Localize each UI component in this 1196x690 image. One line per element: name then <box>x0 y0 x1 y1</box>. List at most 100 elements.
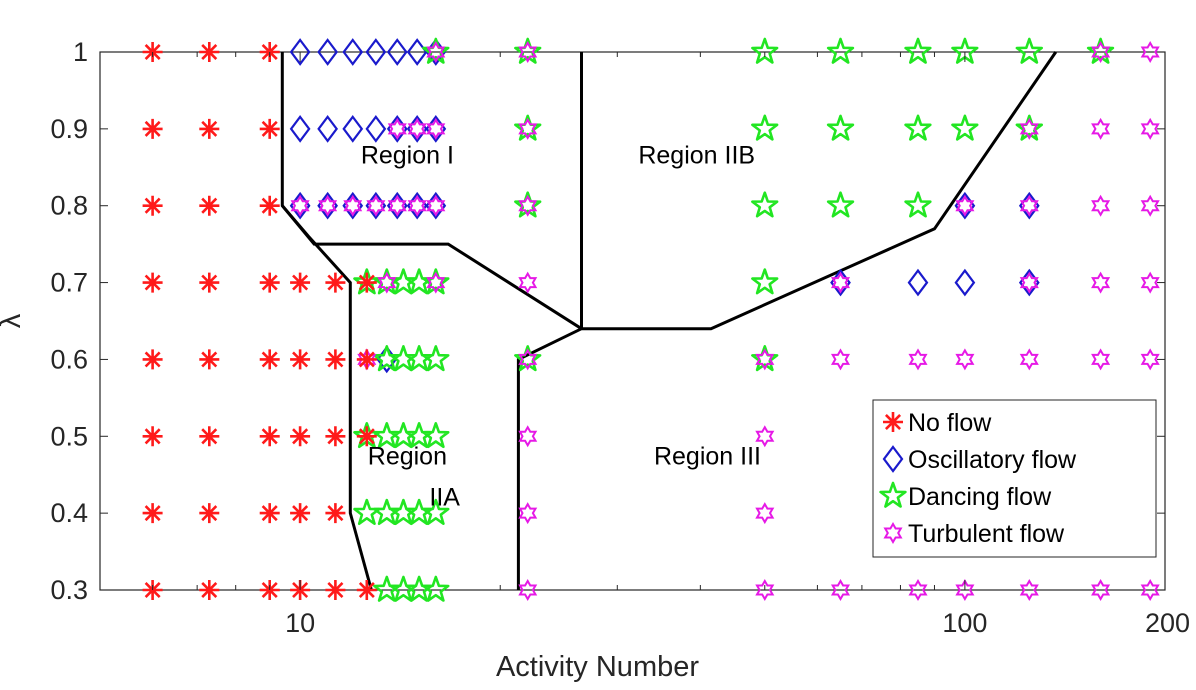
oscillatory-flow-point <box>386 38 408 66</box>
turbulent-flow-point <box>1091 348 1111 371</box>
turbulent-flow-point <box>908 348 928 371</box>
no-flow-point <box>259 272 280 293</box>
turbulent-flow-point <box>1091 41 1111 63</box>
no-flow-point <box>325 349 346 370</box>
oscillatory-flow-point <box>342 38 364 66</box>
turbulent-flow-point <box>755 425 775 448</box>
legend-oscillatory-flow-marker <box>882 445 904 473</box>
no-flow-point <box>142 426 163 447</box>
dancing-flow-point <box>951 114 979 141</box>
dancing-flow-point <box>826 191 855 218</box>
no-flow-point <box>259 426 280 447</box>
dancing-flow-point <box>514 191 542 218</box>
dancing-flow-point <box>751 268 779 295</box>
turbulent-flow-point <box>426 41 446 63</box>
no-flow-point <box>142 349 163 370</box>
oscillatory-flow-point <box>289 38 311 66</box>
oscillatory-flow-point <box>289 115 311 143</box>
dancing-flow-point <box>1015 114 1043 141</box>
turbulent-flow-point <box>1019 194 1039 217</box>
dancing-flow-point <box>422 345 450 372</box>
dancing-flow-point <box>514 345 542 372</box>
no-flow-point <box>290 503 311 524</box>
turbulent-flow-point <box>1091 579 1111 601</box>
turbulent-flow-point <box>955 194 975 217</box>
no-flow-point <box>356 426 377 447</box>
no-flow-point <box>356 349 377 370</box>
turbulent-flow-point <box>830 271 851 294</box>
region-label: IIA <box>429 483 460 511</box>
dancing-flow-point <box>751 345 779 372</box>
region-label: Region IIB <box>638 141 755 169</box>
turbulent-flow-point <box>830 348 851 371</box>
region-label: Region III <box>654 443 761 471</box>
x-tick-label: 200 <box>1145 608 1190 638</box>
oscillatory-flow-point <box>365 38 387 66</box>
turbulent-flow-point <box>1091 117 1111 140</box>
dancing-flow-point <box>1086 37 1115 64</box>
no-flow-point <box>259 195 280 216</box>
turbulent-flow-point <box>755 348 775 371</box>
no-flow-point <box>290 426 311 447</box>
no-flow-point <box>142 195 163 216</box>
dancing-flow-point <box>422 268 450 295</box>
y-tick-label: 0.4 <box>50 498 88 528</box>
oscillatory-flow-point <box>907 268 929 297</box>
turbulent-flow-point <box>1019 348 1039 371</box>
x-axis-label: Activity Number <box>496 651 699 683</box>
turbulent-flow-point <box>377 271 397 294</box>
turbulent-flow-point <box>955 348 975 371</box>
oscillatory-flow-point <box>365 115 387 143</box>
y-axis-label: λ <box>0 313 27 328</box>
turbulent-flow-point <box>518 348 538 371</box>
turbulent-flow-point <box>518 271 538 294</box>
no-flow-point <box>259 349 280 370</box>
no-flow-point <box>199 42 220 62</box>
turbulent-flow-point <box>366 194 386 217</box>
turbulent-flow-point <box>1091 194 1111 217</box>
legend-no-flow-marker <box>883 412 903 432</box>
dancing-flow-point <box>514 37 542 64</box>
dancing-flow-point <box>751 114 779 141</box>
turbulent-flow-point <box>426 117 446 140</box>
oscillatory-flow-point <box>317 115 339 143</box>
turbulent-flow-point <box>955 579 975 601</box>
legend-entry-label: No flow <box>908 409 992 437</box>
dancing-flow-point <box>751 191 779 218</box>
turbulent-flow-point <box>426 194 446 217</box>
no-flow-point <box>356 580 377 600</box>
no-flow-point <box>356 272 377 293</box>
turbulent-flow-point <box>1140 117 1160 140</box>
no-flow-point <box>199 195 220 216</box>
y-tick-label: 0.8 <box>50 191 88 221</box>
no-flow-point <box>199 272 220 293</box>
y-tick-label: 0.5 <box>50 421 88 451</box>
legend-entry-label: Dancing flow <box>908 483 1052 511</box>
legend-entry-label: Turbulent flow <box>908 520 1065 548</box>
turbulent-flow-point <box>755 579 775 601</box>
turbulent-flow-point <box>387 117 407 140</box>
turbulent-flow-point <box>518 41 538 63</box>
y-tick-label: 0.9 <box>50 114 88 144</box>
turbulent-flow-point <box>518 579 538 601</box>
no-flow-point <box>142 118 163 139</box>
dancing-flow-point <box>826 114 855 141</box>
legend-dancing-flow-marker <box>879 481 907 508</box>
turbulent-flow-point <box>1019 117 1039 140</box>
turbulent-flow-point <box>518 194 538 217</box>
legend-box <box>872 399 1157 558</box>
no-flow-point <box>199 503 220 524</box>
turbulent-flow-point <box>290 194 310 217</box>
no-flow-point <box>325 503 346 524</box>
no-flow-point <box>199 349 220 370</box>
turbulent-flow-point <box>908 579 928 601</box>
x-tick-label: 10 <box>285 608 315 638</box>
turbulent-flow-point <box>518 502 538 525</box>
no-flow-point <box>142 503 163 524</box>
turbulent-flow-point <box>755 502 775 525</box>
turbulent-flow-point <box>387 194 407 217</box>
dancing-flow-point <box>904 191 932 218</box>
dancing-flow-point <box>904 114 932 141</box>
no-flow-point <box>325 580 346 600</box>
